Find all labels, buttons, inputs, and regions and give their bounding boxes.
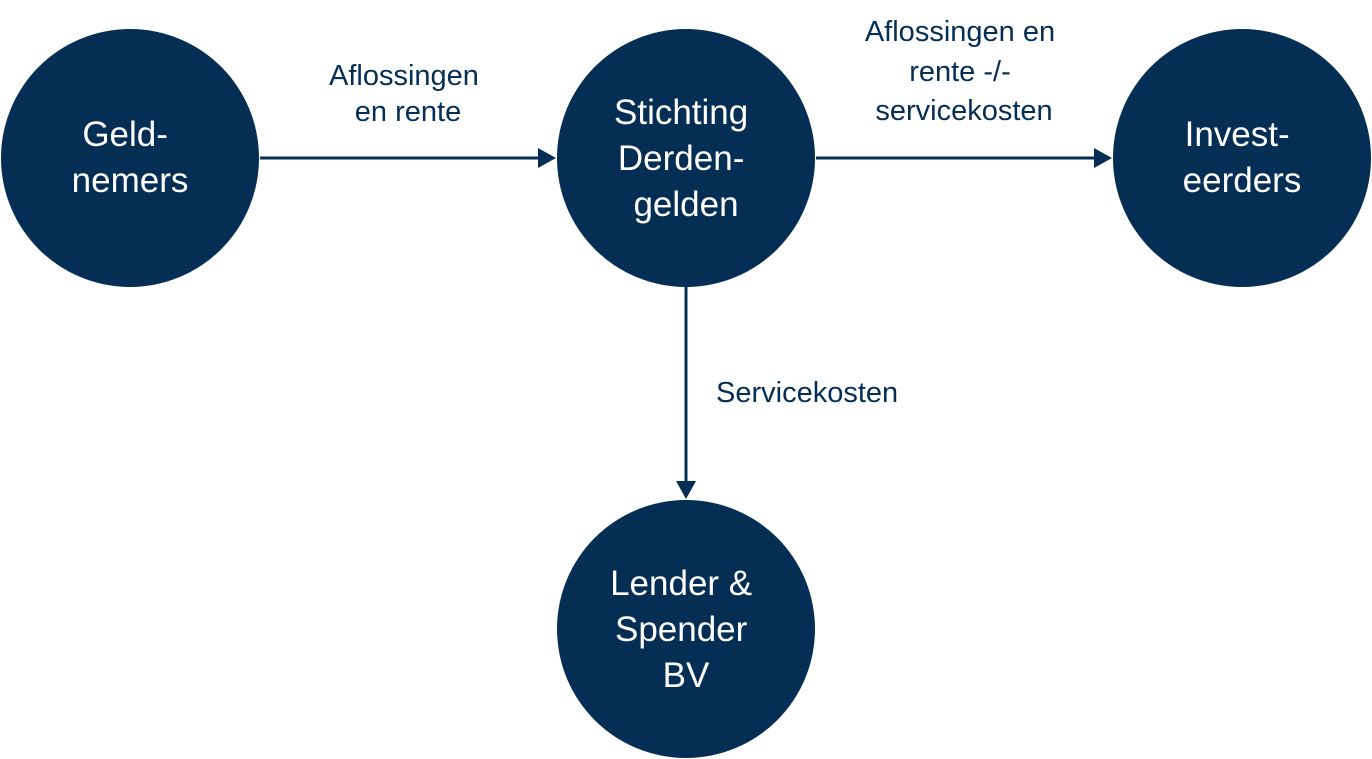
node-investeerders: Invest- eerders [1113, 29, 1371, 287]
edge-label-line: rente -/- [909, 56, 1011, 88]
node-lender-spender-bv: Lender & Spender BV [557, 500, 815, 758]
node-circle [1, 29, 259, 287]
edge-stichting-to-investeerders [816, 148, 1112, 168]
node-circle [1113, 29, 1371, 287]
edge-stichting-to-lender-spender [676, 287, 696, 499]
node-label-line: nemers [72, 161, 189, 200]
node-label-line: Geld- [82, 115, 168, 154]
node-circle [557, 500, 815, 758]
edge-label-line: servicekosten [875, 95, 1052, 127]
node-label-line: Derden- [618, 139, 744, 178]
node-label-line: Stichting [614, 93, 748, 132]
arrowhead-icon [1094, 148, 1112, 168]
node-label-line: Spender [615, 610, 748, 649]
node-stichting-derdengelden: Stichting Derden- gelden [557, 29, 815, 287]
edge-label-stichting-to-investeerders: Aflossingen en rente -/- servicekosten [865, 16, 1063, 127]
node-label: Lender & Spender BV [610, 564, 762, 695]
node-circle [557, 29, 815, 287]
edge-label-line: Aflossingen en [865, 16, 1055, 48]
node-label-line: Invest- [1185, 115, 1290, 154]
edge-label-line: Aflossingen [329, 60, 479, 92]
node-label: Geld- nemers [72, 115, 189, 200]
edge-label-line: Servicekosten [716, 377, 898, 409]
node-label: Stichting Derden- gelden [614, 93, 758, 224]
edge-label-line: en rente [355, 96, 461, 128]
edge-label-geldnemers-to-stichting: Aflossingen en rente [329, 60, 487, 128]
node-label: Invest- eerders [1183, 115, 1302, 200]
node-label-line: BV [663, 656, 710, 695]
arrowhead-icon [538, 148, 556, 168]
edge-geldnemers-to-stichting [260, 148, 556, 168]
node-label-line: Lender & [610, 564, 752, 603]
node-geldnemers: Geld- nemers [1, 29, 259, 287]
edge-label-stichting-to-lender-spender: Servicekosten [716, 377, 898, 409]
node-label-line: gelden [633, 185, 738, 224]
arrowhead-icon [676, 481, 696, 499]
node-label-line: eerders [1183, 161, 1302, 200]
